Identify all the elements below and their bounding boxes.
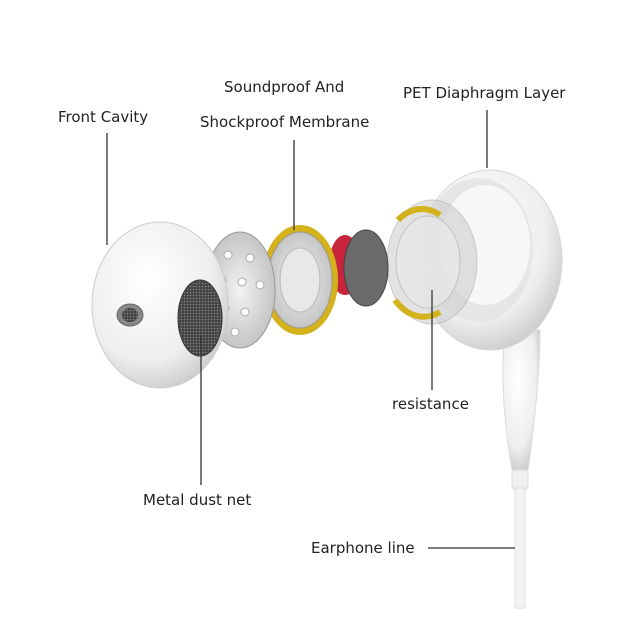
soundproof-membrane — [262, 225, 338, 335]
earphone-line-label: Earphone line — [311, 539, 415, 557]
earphone-cable — [514, 487, 526, 609]
pet-diaphragm-disc — [386, 199, 478, 325]
leader-lines — [106, 110, 515, 549]
front-cavity-shell — [91, 221, 229, 389]
front-cavity-label: Front Cavity — [58, 108, 149, 126]
pet-diaphragm-label: PET Diaphragm Layer — [403, 84, 566, 102]
resistance-label: resistance — [392, 395, 469, 413]
metal-dust-net — [177, 279, 223, 357]
metal-dust-net-label: Metal dust net — [143, 491, 252, 509]
membrane-label-line2: Shockproof Membrane — [200, 113, 370, 131]
membrane-label-line1: Soundproof And — [224, 78, 345, 96]
magnet — [329, 229, 389, 307]
